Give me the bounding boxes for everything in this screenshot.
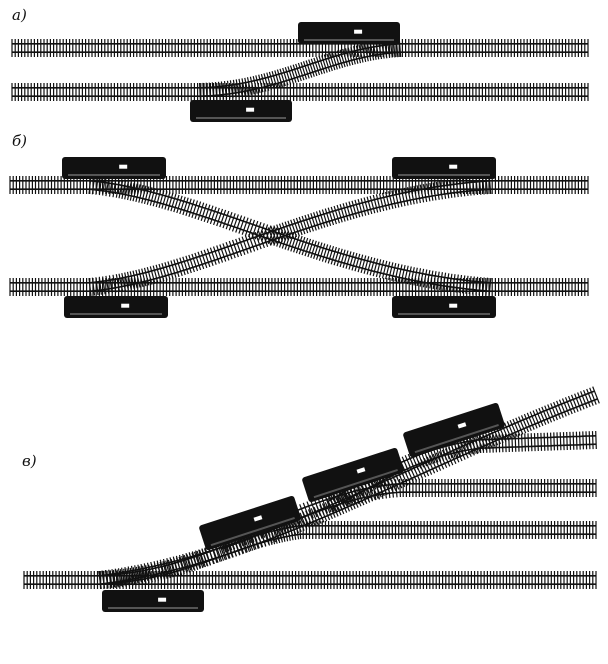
switch-motor-b-bottom-left [64,296,168,318]
track-a-lower-ties [11,83,589,101]
track-c-lead-rail-1 [100,398,598,585]
track-b-cross-1-rail-1 [89,188,490,292]
switch-motor-c-bottom [102,590,204,612]
switch-motor-b-top-right [392,157,496,179]
track-a-switch-rail-1 [200,51,401,97]
track-c-lead-ties [98,386,600,589]
track-b-cross-1-rail-0 [90,180,491,284]
panel-label-c: в) [22,452,37,470]
switch-motor-b-top-left [62,157,166,179]
track-b-cross-2-rail-1 [90,188,491,292]
track-b-cross-2-rail-0 [89,180,490,284]
track-a-lower [11,83,589,101]
switch-motor-a-top [298,22,400,44]
track-b-lower [9,278,589,296]
track-a-switch-rail-0 [199,43,400,89]
track-a-upper-ties [11,39,589,57]
panel-label-b: б) [12,132,27,150]
track-c-lead [98,386,600,589]
switch-motor-c-3 [403,402,505,458]
switch-motor-b-bottom-right [392,296,496,318]
switch-motor-c-2 [302,447,404,503]
track-c-lead-rail-0 [99,390,595,577]
panel-labels-layer: а) б) в) [12,6,37,470]
panel-label-a: а) [12,6,27,24]
track-a-switch [199,38,402,102]
switch-motors-layer [62,22,505,612]
tracks-layer [9,38,600,590]
track-a-switch-ties [199,38,402,102]
track-b-cross-2 [88,175,492,296]
switch-motor-a-bottom [190,100,292,122]
track-b-cross-2-ties [88,175,492,296]
switch-motor-c-1 [199,495,301,551]
